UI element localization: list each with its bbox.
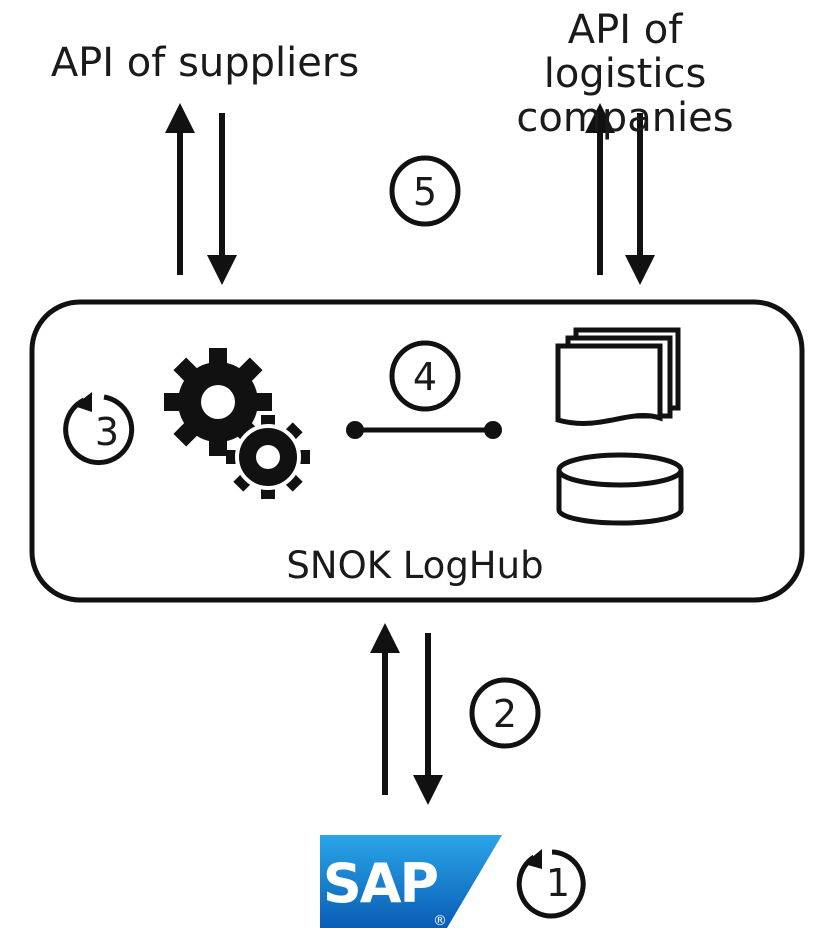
documents-icon <box>555 327 681 426</box>
sap-logo: SAP ® <box>320 835 502 928</box>
api-logistics-label-text: API of logistics companies <box>516 7 734 141</box>
connector-icon <box>346 421 502 439</box>
database-icon <box>556 452 684 526</box>
step-1-number: 1 <box>546 861 570 905</box>
step-4-badge: 4 <box>389 340 461 412</box>
step-4-number: 4 <box>413 355 437 399</box>
gears-icon <box>164 348 310 499</box>
loghub-title: SNOK LogHub <box>286 544 544 587</box>
sap-arrows <box>370 623 443 805</box>
step-3-badge: 3 <box>63 392 135 466</box>
step-2-number: 2 <box>493 692 517 736</box>
cycle-arrow-icon <box>63 394 135 466</box>
api-suppliers-label: API of suppliers <box>50 40 360 86</box>
step-3-number: 3 <box>95 410 119 454</box>
step-1-badge: 1 <box>516 849 586 919</box>
step-2-badge: 2 <box>469 677 541 749</box>
sap-registered-mark: ® <box>433 913 447 928</box>
logistics-arrows <box>585 103 655 285</box>
step-5-number: 5 <box>413 170 437 214</box>
sap-logo-text: SAP <box>323 852 438 915</box>
api-logistics-label: API of logistics companies <box>455 8 795 141</box>
suppliers-arrows <box>165 103 237 285</box>
cycle-arrow-icon <box>516 849 586 919</box>
step-5-badge: 5 <box>389 155 461 227</box>
